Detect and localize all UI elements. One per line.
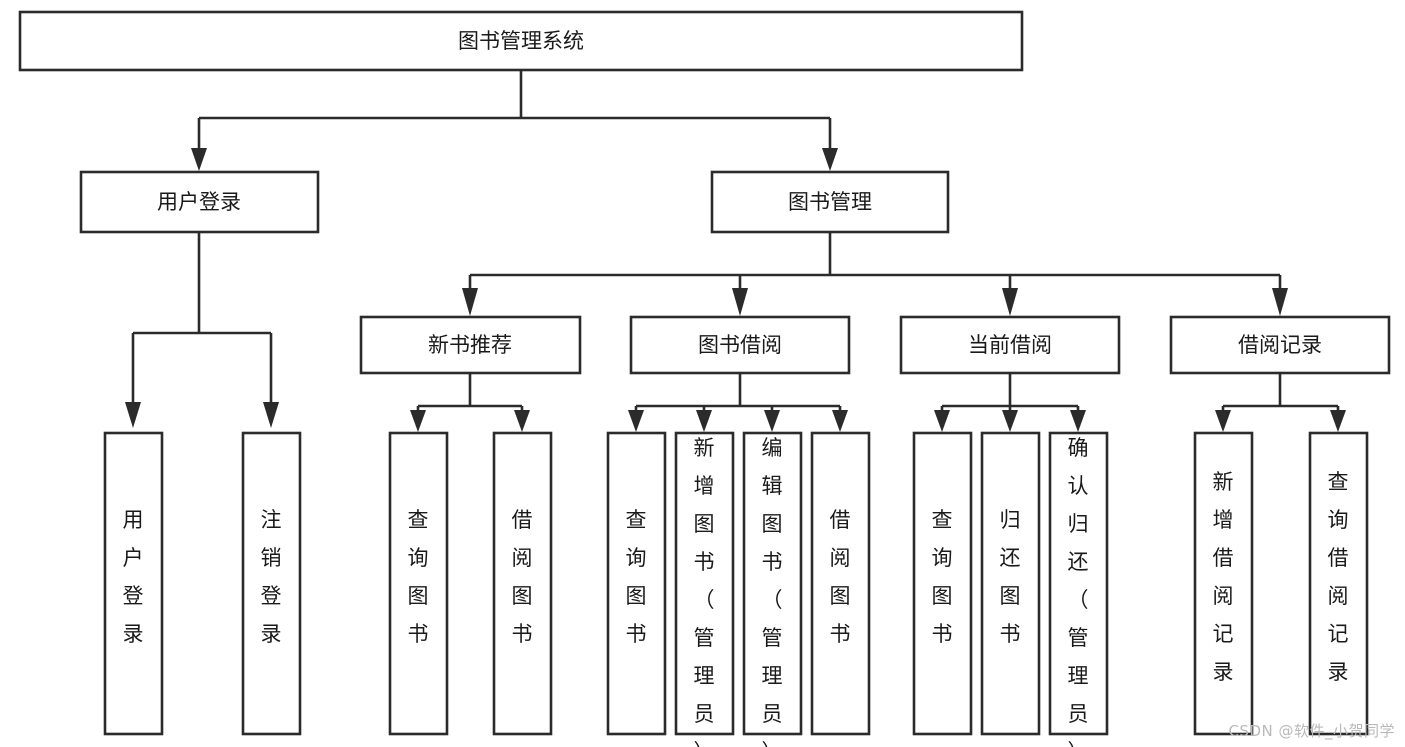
leaf-cb-return-label: 归还图书 [1000,508,1021,646]
arrow-head-borrow-record [1272,288,1288,316]
leaf-node[interactable]: 借阅图书 [810,431,871,736]
node-borrow-record-box[interactable] [1169,315,1391,375]
connector-layer [125,70,1346,432]
leaf-node[interactable]: 借阅图书 [492,431,553,736]
leaf-bb-add-box[interactable] [674,431,735,736]
leaf-logout-label: 注销登录 [261,508,282,646]
leaf-node[interactable]: 注销登录 [241,431,302,736]
leaf-node[interactable]: 确认归还（管理员） [1048,431,1109,747]
leaf-br-query-box[interactable] [1308,431,1369,736]
leaf-node[interactable]: 编辑图书（管理员） [742,431,803,747]
arrow-head-bb-leaf2 [696,410,712,432]
leaf-newbook-query-label: 查询图书 [408,508,429,646]
leaf-bb-query-label: 查询图书 [626,508,647,646]
leaf-br-query-label: 查询借阅记录 [1328,470,1349,684]
node-new-book-recommend-box[interactable] [359,315,582,375]
node-book-borrow-label: 图书借阅 [698,333,782,357]
arrow-head-leaf-user-login [125,402,141,428]
arrow-head-cb-leaf3 [1070,410,1086,432]
arrow-head-cb-leaf2 [1002,410,1018,432]
leaf-br-add-box[interactable] [1193,431,1254,736]
node-new-book-recommend[interactable]: 新书推荐 [359,315,582,375]
node-current-borrow-label: 当前借阅 [968,333,1052,357]
leaf-bb-edit-label: 编辑图书（管理员） [762,436,783,747]
node-book-borrow[interactable]: 图书借阅 [629,315,851,375]
leaf-bb-edit-box[interactable] [742,431,803,736]
leaf-user-login-box[interactable] [103,431,164,736]
leaf-node[interactable]: 用户登录 [103,431,164,736]
leaf-cb-query-box[interactable] [912,431,973,736]
node-book-manage-label: 图书管理 [788,190,872,214]
node-user-login[interactable]: 用户登录 [79,170,320,234]
node-root-label: 图书管理系统 [458,29,584,53]
arrow-head-book-borrow [732,288,748,316]
arrow-head-bb-leaf3 [764,410,780,432]
arrow-head-cb-leaf1 [934,410,950,432]
arrow-head-newbook-leaf1 [410,410,426,432]
arrow-head-br-leaf2 [1330,410,1346,432]
arrow-head-bb-leaf4 [832,410,848,432]
arrow-head-user-login [191,148,207,171]
leaf-newbook-borrow-label: 借阅图书 [512,508,533,646]
leaf-node[interactable]: 查询图书 [912,431,973,736]
node-new-book-recommend-label: 新书推荐 [428,333,512,357]
leaf-logout-box[interactable] [241,431,302,736]
leaf-node[interactable]: 新增借阅记录 [1193,431,1254,736]
leaf-cb-return-box[interactable] [980,431,1041,736]
leaf-newbook-borrow-box[interactable] [492,431,553,736]
leaf-node[interactable]: 查询借阅记录 [1308,431,1369,736]
leaf-cb-query-label: 查询图书 [932,508,953,646]
arrow-head-newbook-leaf2 [514,410,530,432]
node-current-borrow[interactable]: 当前借阅 [899,315,1121,375]
leaf-cb-confirm-label: 确认归还（管理员） [1068,436,1089,747]
leaf-bb-add-label: 新增图书（管理员） [694,436,715,747]
node-root-system[interactable]: 图书管理系统 [18,10,1024,72]
leaf-bb-borrow-box[interactable] [810,431,871,736]
leaf-bb-borrow-label: 借阅图书 [830,508,851,646]
leaf-cb-confirm-box[interactable] [1048,431,1109,736]
leaf-node[interactable]: 查询图书 [388,431,449,736]
leaf-br-add-label: 新增借阅记录 [1213,470,1234,684]
arrow-head-br-leaf1 [1215,410,1231,432]
leaf-newbook-query-box[interactable] [388,431,449,736]
leaf-node[interactable]: 归还图书 [980,431,1041,736]
node-borrow-record-label: 借阅记录 [1238,333,1322,357]
leaf-node[interactable]: 新增图书（管理员） [674,431,735,747]
arrow-head-current-borrow [1002,288,1018,316]
node-book-manage-box[interactable] [710,170,950,234]
arrow-head-new-book [462,288,478,316]
arrow-head-bb-leaf1 [628,410,644,432]
arrow-head-leaf-logout [263,402,279,428]
leaf-bb-query-box[interactable] [606,431,667,736]
leaf-user-login-label: 用户登录 [123,508,144,646]
node-book-manage[interactable]: 图书管理 [710,170,950,234]
csdn-watermark: CSDN @软件_小贺同学 [1228,722,1395,740]
node-current-borrow-box[interactable] [899,315,1121,375]
node-book-borrow-box[interactable] [629,315,851,375]
node-root-box[interactable] [18,10,1024,72]
arrow-head-book-manage [822,148,838,171]
node-user-login-box[interactable] [79,170,320,234]
node-borrow-record[interactable]: 借阅记录 [1169,315,1391,375]
node-user-login-label: 用户登录 [157,190,241,214]
leaf-node[interactable]: 查询图书 [606,431,667,736]
